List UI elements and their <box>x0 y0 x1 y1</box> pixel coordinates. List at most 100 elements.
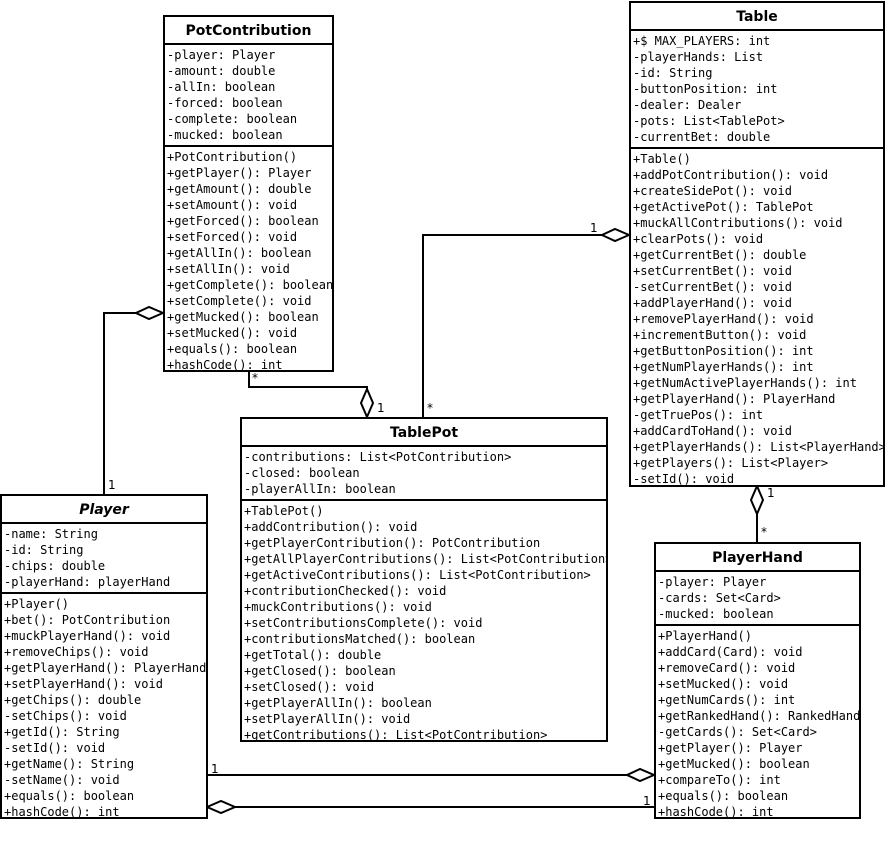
operations-compartment: +Player() +bet(): PotContribution +muckPla… <box>2 594 206 820</box>
operation-row: +TablePot() <box>244 504 324 518</box>
link-player-potcontribution <box>103 312 136 494</box>
operation-row: +setContributionsComplete(): void <box>244 616 483 630</box>
operations-compartment: +TablePot()+addContribution(): void+getP… <box>242 501 606 743</box>
attribute-row: -playerAllIn: boolean <box>244 482 396 496</box>
class-name: PotContribution <box>165 17 332 45</box>
operation-row: +setComplete(): void <box>167 294 312 308</box>
aggregation-diamond-potcontribution <box>133 305 166 321</box>
aggregation-diamond-playerhand <box>624 767 657 783</box>
attribute-row: -contributions: List<PotContribution> <box>244 450 512 464</box>
operation-row: +getPlayerHands(): List<PlayerHand> <box>633 440 883 454</box>
attributes-compartment: -player: Player-amount: double-allIn: bo… <box>165 45 332 147</box>
operations-compartment: +PotContribution()+getPlayer(): Player+g… <box>165 147 332 373</box>
attribute-row: -mucked: boolean <box>167 128 283 142</box>
aggregation-diamond-table-bottom <box>749 483 765 517</box>
attribute-row: -pots: List<TablePot> <box>633 114 785 128</box>
operation-row: +muckAllContributions(): void <box>633 216 843 230</box>
operation-row: +getPlayerAllIn(): boolean <box>244 696 432 710</box>
operation-row: -setCurrentBet(): void <box>633 280 792 294</box>
class-table[interactable]: Table +$ MAX_PLAYERS: int -playerHands: L… <box>629 1 885 487</box>
attribute-row: +$ MAX_PLAYERS: int <box>633 34 771 48</box>
operation-row: +setClosed(): void <box>244 680 375 694</box>
operation-row: +Table() <box>633 152 691 166</box>
operation-row: +getPlayerContribution(): PotContributio… <box>244 536 541 550</box>
class-name: Table <box>631 3 883 31</box>
attribute-row: -name: String <box>4 527 98 541</box>
operation-row: +muckContributions(): void <box>244 600 432 614</box>
operation-row: +getAllIn(): boolean <box>167 246 312 260</box>
class-tablepot[interactable]: TablePot -contributions: List<PotContrib… <box>240 417 608 742</box>
operation-row: +setForced(): void <box>167 230 298 244</box>
operation-row: +PotContribution() <box>167 150 298 164</box>
operation-row: +hashCode(): int <box>658 805 774 819</box>
attribute-row: -complete: boolean <box>167 112 298 126</box>
attribute-row: -forced: boolean <box>167 96 283 110</box>
multiplicity-label: 1 <box>643 794 651 808</box>
attribute-row: -playerHands: List <box>633 50 764 64</box>
attribute-row: -mucked: boolean <box>658 607 774 621</box>
attribute-row: -player: Player <box>658 575 767 589</box>
operation-row: +contributionsMatched(): boolean <box>244 632 476 646</box>
multiplicity-label: * <box>761 525 767 539</box>
operation-row: +getPlayerHand(): PlayerHand <box>4 661 206 675</box>
attribute-row: -playerHand: playerHand <box>4 575 171 589</box>
operation-row: +getChips(): double <box>4 693 142 707</box>
operation-row: +addCard(Card): void <box>658 645 803 659</box>
operations-compartment: +PlayerHand()+addCard(Card): void+remove… <box>656 626 859 820</box>
class-name: PlayerHand <box>656 544 859 572</box>
multiplicity-label: 1 <box>377 401 385 415</box>
operation-row: +getName(): String <box>4 757 135 771</box>
operation-row: +getAllPlayerContributions(): List<PotCo… <box>244 552 606 566</box>
operation-row: +getMucked(): boolean <box>658 757 810 771</box>
attributes-compartment: -contributions: List<PotContribution>-cl… <box>242 447 606 501</box>
operation-row: +compareTo(): int <box>658 773 781 787</box>
operation-row: +getRankedHand(): RankedHand <box>658 709 859 723</box>
attribute-row: -player: Player <box>167 48 276 62</box>
operation-row: +getPlayers(): List<Player> <box>633 456 829 470</box>
operation-row: +getClosed(): boolean <box>244 664 396 678</box>
operation-row: +getForced(): boolean <box>167 214 319 228</box>
multiplicity-label: * <box>252 371 258 385</box>
attribute-row: -currentBet: double <box>633 130 771 144</box>
multiplicity-label: 1 <box>767 486 775 500</box>
attribute-row: -id: String <box>633 66 713 80</box>
operation-row: +createSidePot(): void <box>633 184 792 198</box>
operation-row: +getCurrentBet(): double <box>633 248 807 262</box>
operation-row: +bet(): PotContribution <box>4 613 171 627</box>
operation-row: +Player() <box>4 597 70 611</box>
attribute-row: -chips: double <box>4 559 106 573</box>
multiplicity-label: 1 <box>211 762 219 776</box>
operation-row: +removeChips(): void <box>4 645 149 659</box>
operation-row: +addCardToHand(): void <box>633 424 792 438</box>
operation-row: +getContributions(): List<PotContributio… <box>244 728 548 742</box>
operation-row: +getActivePot(): TablePot <box>633 200 814 214</box>
class-player[interactable]: Player -name: String-id: String-chips: d… <box>0 494 208 819</box>
operation-row: +equals(): boolean <box>4 789 135 803</box>
operation-row: +getNumPlayerHands(): int <box>633 360 814 374</box>
operation-row: -setName(): void <box>4 773 120 787</box>
class-playerhand[interactable]: PlayerHand -player: Player -cards: Set<Ca… <box>654 542 861 819</box>
operation-row: -setId(): void <box>633 472 735 486</box>
class-potcontribution[interactable]: PotContribution -player: Player-amount: … <box>163 15 334 372</box>
operation-row: +hashCode(): int <box>4 805 120 819</box>
operation-row: +equals(): boolean <box>658 789 789 803</box>
operation-row: +incrementButton(): void <box>633 328 807 342</box>
aggregation-diamond-tablepot <box>359 386 375 420</box>
attributes-compartment: -name: String-id: String-chips: double-p… <box>2 524 206 594</box>
operation-row: +PlayerHand() <box>658 629 752 643</box>
aggregation-diamond-player <box>204 799 238 815</box>
operation-row: -getCards(): Set<Card> <box>658 725 817 739</box>
attribute-row: -cards: Set<Card> <box>658 591 781 605</box>
multiplicity-label: 1 <box>590 221 598 235</box>
operation-row: +getNumCards(): int <box>658 693 796 707</box>
operation-row: +muckPlayerHand(): void <box>4 629 171 643</box>
operation-row: -setChips(): void <box>4 709 127 723</box>
aggregation-diamond-table-left <box>599 227 632 243</box>
operation-row: +setPlayerHand(): void <box>4 677 163 691</box>
operation-row: +removePlayerHand(): void <box>633 312 814 326</box>
operation-row: +getId(): String <box>4 725 120 739</box>
class-name: Player <box>2 496 206 524</box>
operation-row: -getTruePos(): int <box>633 408 764 422</box>
attributes-compartment: +$ MAX_PLAYERS: int -playerHands: List -id… <box>631 31 883 149</box>
